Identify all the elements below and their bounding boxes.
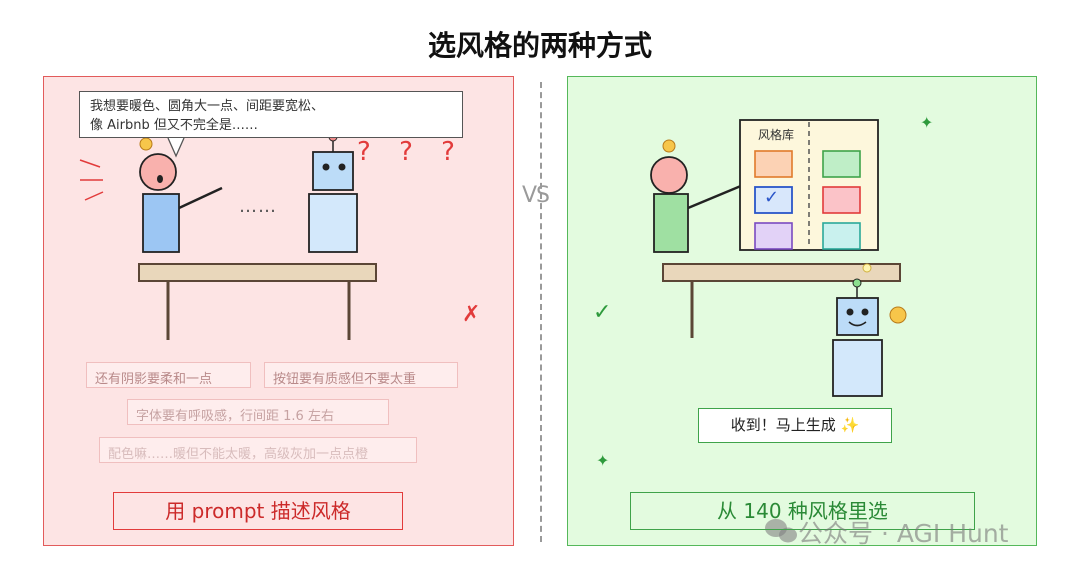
page-title: 选风格的两种方式 bbox=[427, 29, 652, 62]
table-right bbox=[662, 263, 901, 338]
speech-bubble: 我想要暖色、圆角大一点、间距要宽松、 像 Airbnb 但又不完全是…… bbox=[79, 91, 463, 138]
selected-check: ✓ bbox=[764, 187, 780, 208]
request-3: 字体要有呼吸感，行间距 1.6 左右 bbox=[127, 399, 389, 425]
ellipsis-dots: …… bbox=[239, 196, 277, 217]
question-marks: ? ? ? bbox=[357, 137, 465, 167]
wechat-icon bbox=[765, 519, 797, 543]
right-method-label: 从 140 种风格里选 bbox=[630, 492, 975, 530]
bubble-tail bbox=[167, 137, 185, 158]
left-panel bbox=[43, 76, 514, 546]
cross-mark: ✗ bbox=[462, 302, 481, 327]
robot-left bbox=[308, 132, 358, 253]
table-left bbox=[138, 263, 377, 340]
person-left bbox=[139, 137, 223, 253]
bubble-line-1: 我想要暖色、圆角大一点、间距要宽松、 bbox=[90, 99, 325, 114]
center-divider bbox=[540, 82, 542, 542]
watermark: 公众号 · AGI Hunt bbox=[798, 519, 1009, 548]
vs-label: VS bbox=[522, 183, 550, 208]
sparkle-icon-top: ✦ bbox=[920, 113, 934, 132]
request-2: 按钮要有质感但不要太重 bbox=[264, 362, 458, 388]
left-method-label: 用 prompt 描述风格 bbox=[113, 492, 403, 530]
request-1: 还有阴影要柔和一点 bbox=[86, 362, 251, 388]
robot-reply: 收到！马上生成 ✨ bbox=[698, 408, 892, 443]
motion-lines bbox=[79, 159, 104, 201]
style-library bbox=[739, 119, 879, 251]
sparkle-icon-bottom: ✦ bbox=[596, 451, 610, 470]
check-mark: ✓ bbox=[593, 300, 612, 325]
robot-right bbox=[832, 263, 907, 397]
style-library-title: 风格库 bbox=[758, 128, 795, 142]
bubble-line-2: 像 Airbnb 但又不完全是…… bbox=[90, 118, 258, 133]
request-4: 配色嘛……暖但不能太暖，高级灰加一点点橙 bbox=[99, 437, 417, 463]
